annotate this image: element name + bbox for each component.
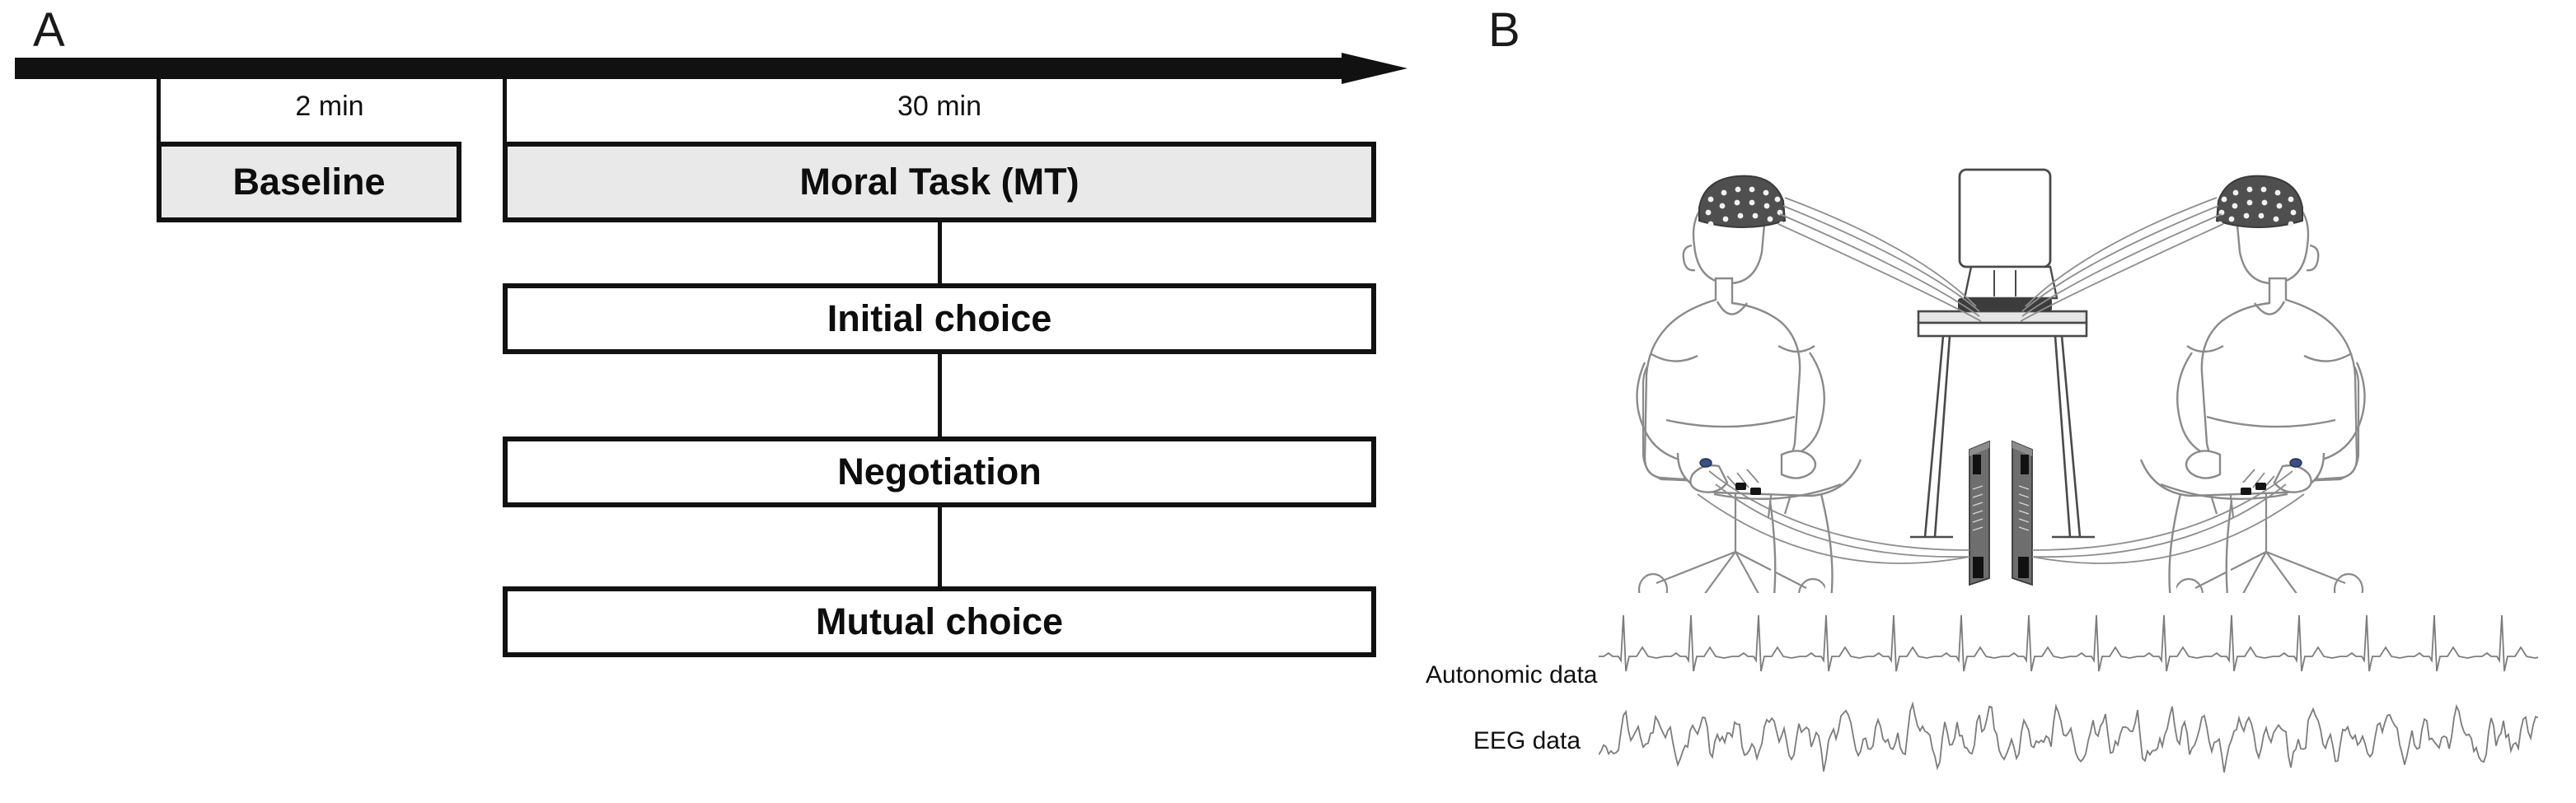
physiological-traces [1599,614,2538,773]
eeg-amplifier-left [1969,440,1990,586]
timeline-tick-moral-task-start [503,79,507,143]
timeline-tick-baseline-start [157,79,161,143]
eeg-amplifier-right [2012,440,2033,586]
panel-b-label: B [1488,3,1520,57]
box-negotiation: Negotiation [503,437,1376,507]
box-moral-task: Moral Task (MT) [503,142,1376,222]
trace-label-eeg-data: EEG data [1473,727,1581,754]
eeg-trace-line [1599,701,2538,773]
computer-monitor [1958,168,2058,311]
participant-left [1636,175,1907,593]
panel-a-timeline: A 2 min 30 min Baseline Moral Task (MT) … [15,3,1407,657]
panel-b-setup: B [1426,0,2576,803]
duration-label-baseline: 2 min [295,91,364,122]
desk [1910,310,2095,539]
timeline-arrow-icon [15,53,1407,84]
box-mutual-choice: Mutual choice [503,586,1376,657]
connector-negotiation-to-mutual-choice [938,506,942,588]
connector-moral-task-to-initial-choice [938,222,942,285]
panel-a-label: A [33,3,65,57]
box-baseline: Baseline [157,142,461,222]
trace-label-autonomic-data: Autonomic data [1426,661,1598,689]
box-initial-choice: Initial choice [503,283,1376,354]
connector-initial-choice-to-negotiation [938,352,942,438]
participant-right [2095,175,2366,593]
experiment-setup-illustration [1636,168,2366,593]
duration-label-moral-task: 30 min [897,91,982,122]
electrode-cables [1697,197,2305,564]
autonomic-trace-line [1599,614,2538,672]
